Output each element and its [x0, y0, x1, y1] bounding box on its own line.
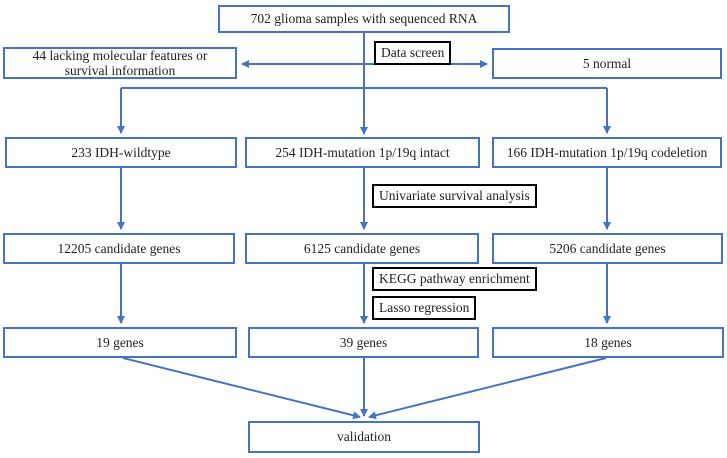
node-validation: validation	[248, 421, 480, 453]
process-univariate-analysis: Univariate survival analysis	[372, 184, 537, 208]
arrow	[368, 357, 607, 420]
node-final-genes-wildtype: 19 genes	[3, 327, 237, 358]
arrow	[122, 357, 361, 420]
node-idh-mutation-intact: 254 IDH-mutation 1p/19q intact	[245, 137, 480, 168]
node-idh-wildtype: 233 IDH-wildtype	[5, 137, 237, 168]
node-candidate-genes-codeletion: 5206 candidate genes	[492, 233, 723, 264]
process-data-screen: Data screen	[374, 41, 452, 65]
node-final-genes-codeletion: 18 genes	[492, 327, 724, 358]
node-final-genes-intact: 39 genes	[248, 327, 479, 358]
node-excluded-samples: 44 lacking molecular features or surviva…	[3, 47, 237, 79]
node-idh-mutation-codeletion: 166 IDH-mutation 1p/19q codeletion	[492, 137, 722, 168]
node-normal-samples: 5 normal	[492, 48, 722, 79]
process-kegg-enrichment: KEGG pathway enrichment	[372, 267, 537, 291]
node-candidate-genes-wildtype: 12205 candidate genes	[3, 233, 235, 264]
node-candidate-genes-intact: 6125 candidate genes	[245, 233, 479, 264]
node-total-samples: 702 glioma samples with sequenced RNA	[218, 5, 510, 33]
process-lasso-regression: Lasso regression	[372, 296, 477, 320]
